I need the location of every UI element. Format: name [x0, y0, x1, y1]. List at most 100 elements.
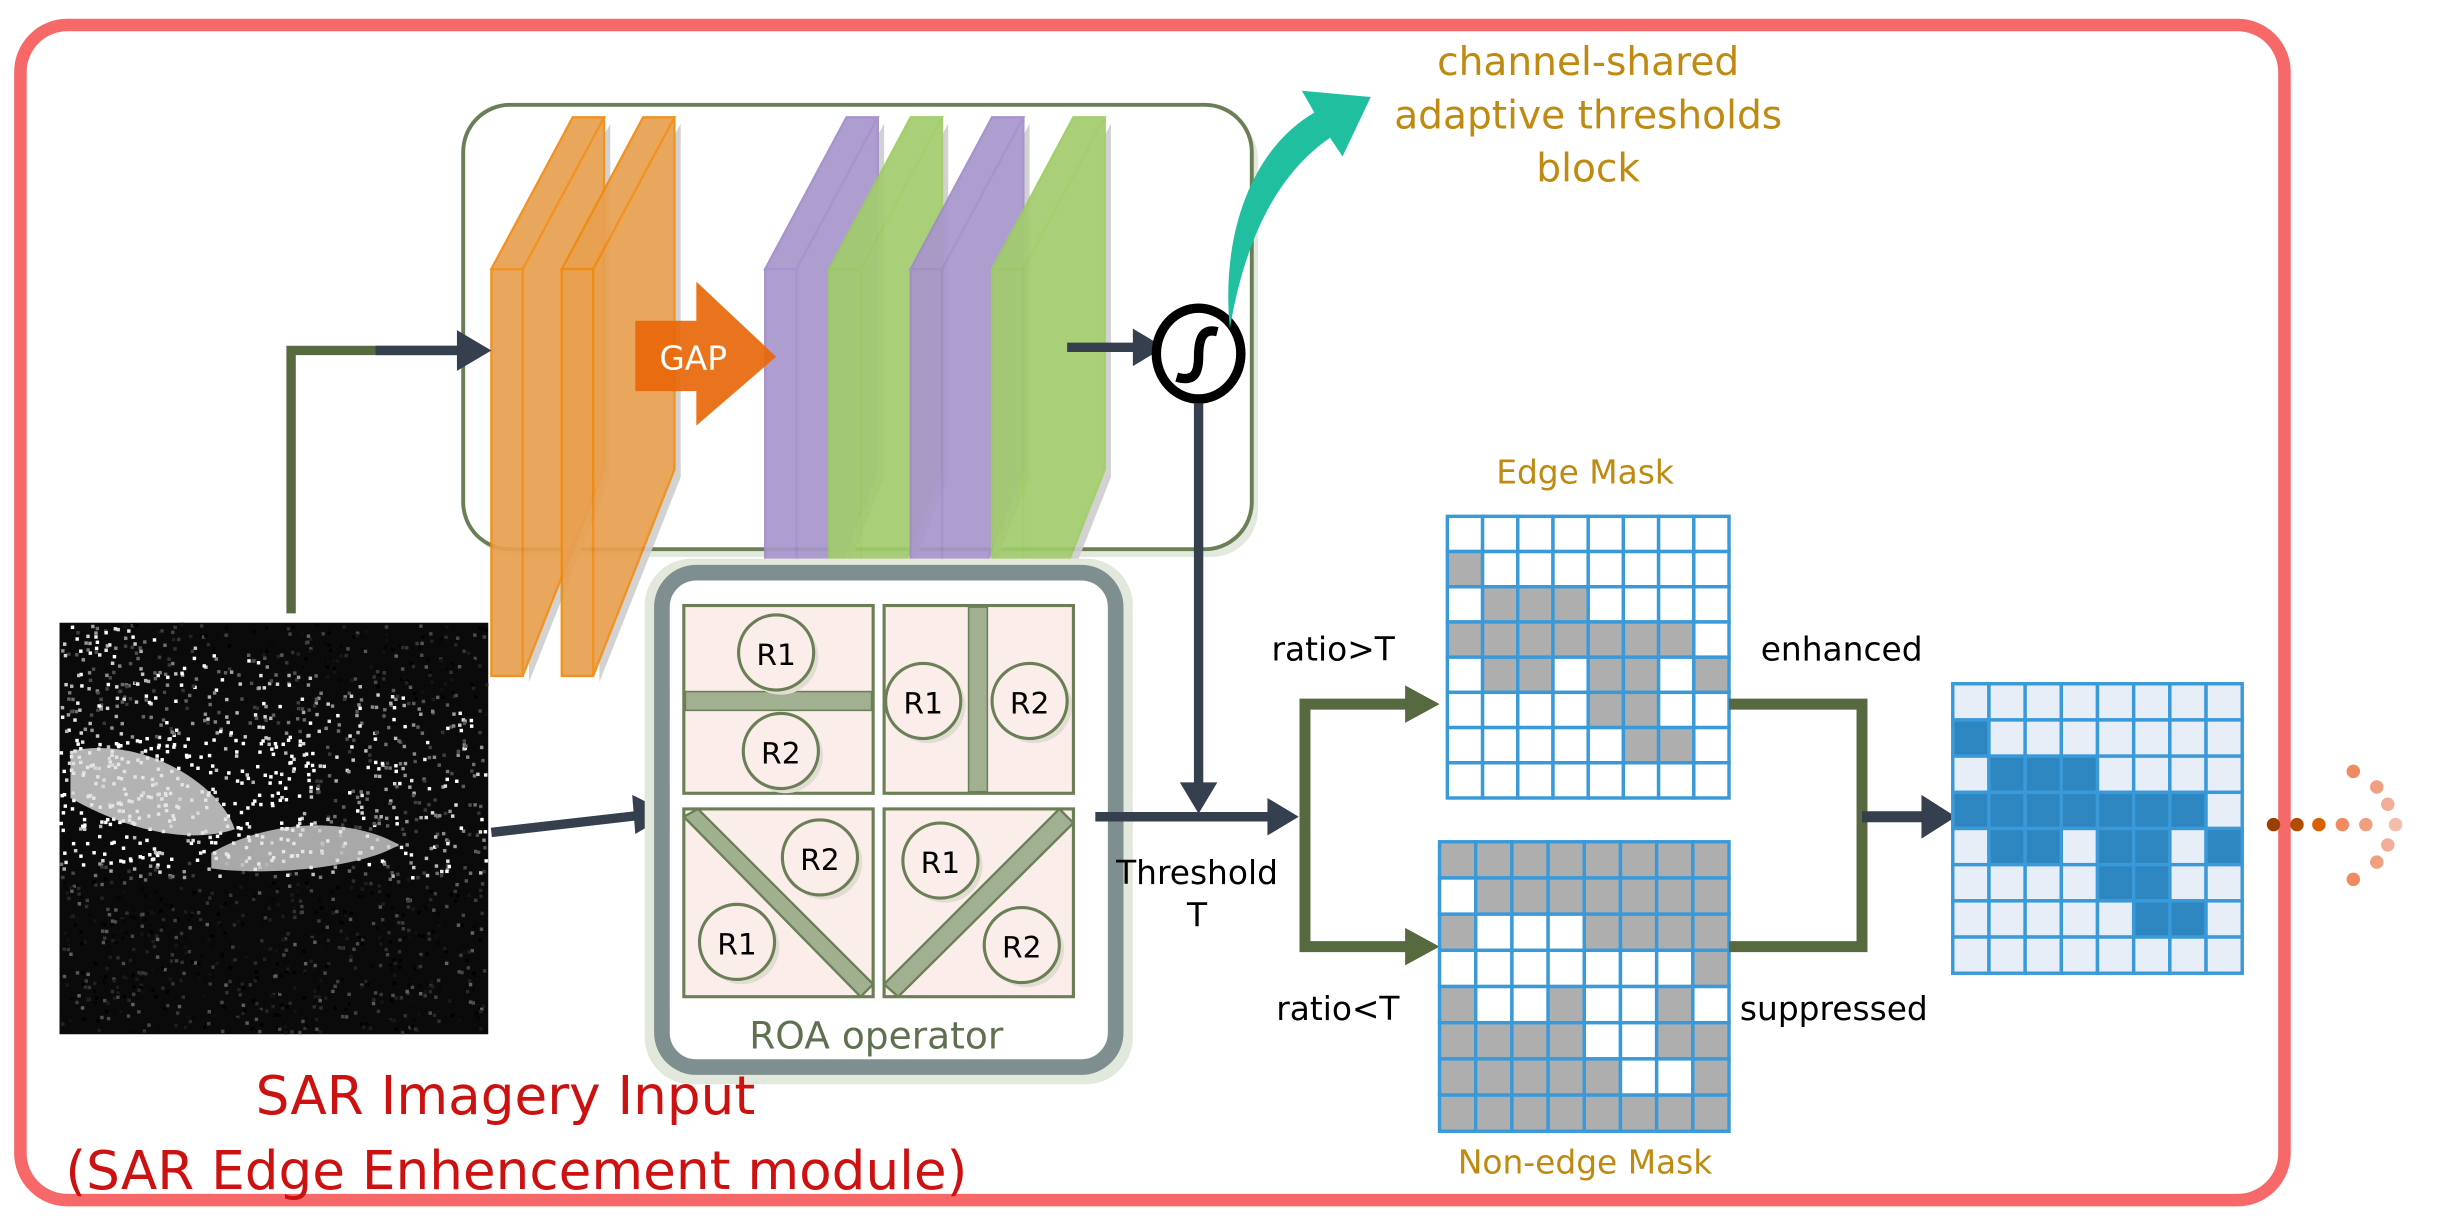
sar-speckle — [259, 673, 263, 678]
sar-speckle — [98, 742, 102, 747]
sar-speckle — [364, 979, 368, 984]
sar-speckle — [241, 870, 246, 875]
sar-speckle — [482, 869, 486, 874]
sar-speckle — [297, 821, 302, 826]
sar-speckle — [295, 678, 299, 682]
sar-speckle — [70, 625, 75, 629]
region-label: R2 — [800, 843, 840, 878]
sar-speckle — [394, 769, 398, 774]
sar-speckle — [152, 1027, 156, 1031]
grid-cell — [2204, 826, 2244, 867]
sar-speckle — [123, 695, 127, 699]
sar-speckle — [290, 1030, 294, 1034]
sar-speckle — [359, 985, 363, 990]
sar-speckle — [351, 635, 356, 639]
sar-speckle — [95, 640, 100, 645]
sar-speckle — [185, 755, 189, 759]
sar-speckle — [72, 798, 76, 803]
output-map-grid — [1951, 682, 2244, 975]
sar-speckle — [223, 747, 228, 751]
grid-cell — [2095, 935, 2136, 975]
sar-speckle — [111, 938, 115, 943]
sar-speckle — [484, 712, 488, 716]
sar-speckle — [395, 784, 399, 789]
sar-speckle — [264, 718, 268, 722]
grid-cell — [1445, 761, 1485, 800]
sar-speckle — [199, 954, 203, 959]
sar-speckle — [224, 625, 229, 630]
sar-speckle — [124, 896, 129, 900]
sar-speckle — [314, 697, 319, 701]
sar-speckle — [160, 629, 164, 633]
sar-speckle — [223, 931, 227, 935]
sar-speckle — [210, 764, 215, 768]
sar-speckle — [427, 802, 431, 807]
grid-cell — [1546, 876, 1587, 916]
sar-speckle — [276, 721, 281, 725]
sar-speckle — [411, 793, 416, 798]
sar-speckle — [428, 989, 433, 994]
sar-speckle — [461, 784, 466, 789]
sar-speckle — [251, 780, 255, 785]
sar-speckle — [280, 795, 284, 800]
grid-cell — [1621, 725, 1661, 765]
sar-speckle — [83, 940, 88, 944]
sar-speckle — [70, 887, 75, 891]
sar-speckle — [363, 649, 368, 654]
dot — [2388, 817, 2403, 832]
sar-speckle — [163, 903, 168, 907]
grid-cell — [1510, 948, 1550, 989]
sar-speckle — [360, 811, 364, 815]
sar-speckle — [238, 682, 242, 686]
sar-speckle — [127, 683, 131, 688]
sar-speckle — [393, 973, 397, 977]
sar-speckle — [240, 697, 244, 701]
sar-speckle — [145, 950, 149, 954]
sar-speckle — [462, 721, 467, 726]
sar-speckle — [114, 741, 119, 746]
sar-speckle — [278, 992, 282, 996]
sar-speckle — [351, 758, 355, 762]
sar-speckle — [69, 915, 74, 919]
grid-cell — [1437, 912, 1478, 953]
sar-speckle — [388, 881, 392, 886]
sar-speckle — [173, 961, 177, 966]
sar-speckle — [207, 695, 212, 699]
sar-speckle — [316, 786, 320, 791]
grid-cell — [1510, 1093, 1550, 1133]
sar-speckle — [473, 803, 477, 807]
sar-speckle — [463, 866, 467, 870]
grid-cell — [1551, 585, 1590, 624]
sar-speckle — [146, 679, 151, 684]
sar-speckle — [463, 719, 467, 723]
sar-speckle — [80, 824, 85, 829]
sar-speckle — [427, 937, 432, 941]
sar-speckle — [373, 991, 378, 995]
sar-speckle — [398, 761, 403, 766]
sar-speckle — [174, 623, 178, 627]
sar-speckle — [327, 643, 331, 647]
sar-speckle — [155, 754, 159, 758]
sar-speckle — [465, 958, 470, 963]
sar-speckle — [253, 713, 258, 717]
sar-speckle — [179, 886, 184, 891]
sar-speckle — [71, 871, 75, 875]
sar-speckle — [193, 646, 198, 650]
grid-cell — [1445, 514, 1485, 554]
sar-speckle — [174, 728, 179, 732]
sar-speckle — [357, 800, 361, 805]
grid-cell — [1586, 549, 1626, 589]
sar-speckle — [411, 649, 415, 653]
sar-speckle — [76, 631, 80, 635]
sar-speckle — [411, 664, 416, 669]
sar-speckle — [450, 814, 455, 818]
sar-speckle — [349, 911, 354, 916]
sar-speckle — [360, 941, 365, 946]
sar-speckle — [372, 675, 376, 679]
sar-speckle — [431, 929, 436, 934]
sar-speckle — [192, 891, 196, 895]
sar-speckle — [114, 646, 118, 650]
edge-mask-grid — [1445, 514, 1731, 800]
sar-speckle — [144, 694, 149, 698]
sar-speckle — [473, 656, 477, 661]
